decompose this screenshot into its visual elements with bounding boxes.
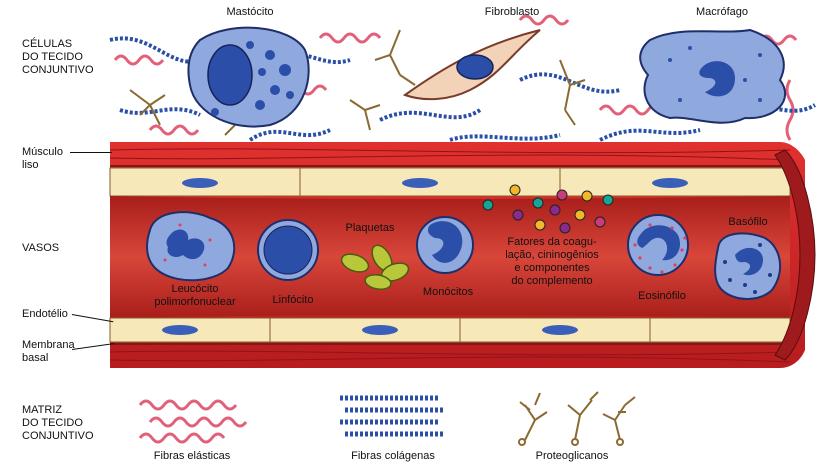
basophil-label: Basófilo xyxy=(728,216,768,228)
monocyte xyxy=(416,216,474,274)
fibroblast-label: Fibroblasto xyxy=(484,6,540,18)
eosinophil xyxy=(627,214,689,276)
lymphocyte xyxy=(257,219,319,281)
elastic-fibers-label: Fibras elásticas xyxy=(153,450,231,462)
smooth-muscle-leader xyxy=(70,152,112,153)
section-matrix-label: MATRIZ DO TECIDO CONJUNTIVO xyxy=(22,404,94,442)
platelets xyxy=(340,244,410,291)
platelets-label: Plaquetas xyxy=(345,222,395,234)
mast-cell xyxy=(187,26,310,128)
macrophage xyxy=(639,28,786,124)
leukocyte-label: Leucócito polimorfonuclear xyxy=(154,283,236,308)
endothelium-label: Endotélio xyxy=(22,308,68,320)
leukocyte xyxy=(146,211,236,282)
legend-elastic-fibers xyxy=(138,399,248,444)
basophil xyxy=(714,232,782,300)
legend-collagen-fibers xyxy=(340,395,445,437)
top-collagen-fibers xyxy=(109,36,817,142)
fibroblast xyxy=(402,29,541,101)
factors-label: Fatores da coagu- lação, cininogênios e … xyxy=(505,236,599,287)
monocytes-label: Monócitos xyxy=(422,286,474,298)
top-proteoglycans xyxy=(129,29,586,136)
proteoglycans-label: Proteoglicanos xyxy=(535,450,609,462)
basal-membrane-label: Membrana basal xyxy=(22,339,75,364)
legend-proteoglycans xyxy=(518,391,636,446)
eosinophil-label: Eosinófilo xyxy=(638,290,686,302)
macrophage-label: Macrófago xyxy=(696,6,748,18)
smooth-muscle-label: Músculo liso xyxy=(22,146,63,171)
lymphocyte-label: Linfócito xyxy=(272,294,314,306)
section-cells-label: CÉLULAS DO TECIDO CONJUNTIVO xyxy=(22,38,94,76)
coagulation-factors xyxy=(482,184,614,234)
mast-cell-label: Mastócito xyxy=(226,6,274,18)
section-vessels-label: VASOS xyxy=(22,242,60,254)
collagen-fibers-label: Fibras colágenas xyxy=(351,450,435,462)
